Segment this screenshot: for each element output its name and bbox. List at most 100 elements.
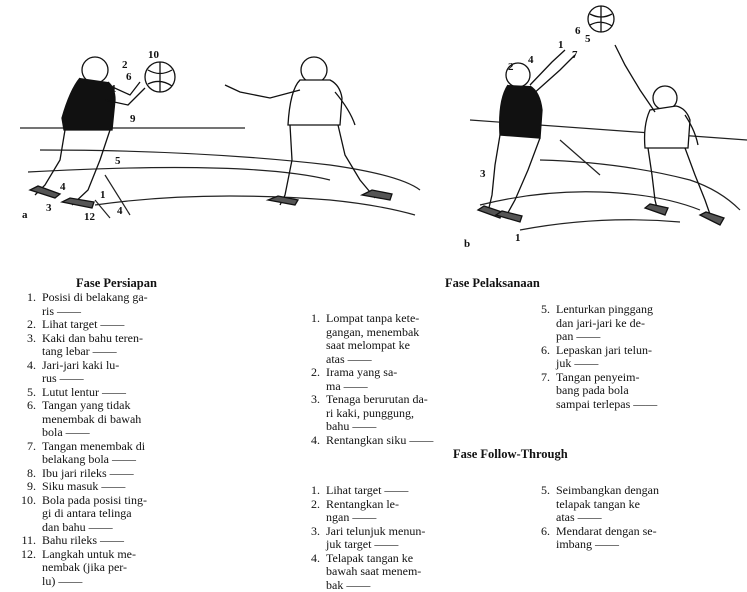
list-item: 3.Jari telunjuk menun-juk target ——: [296, 525, 496, 552]
item-number: 7.: [12, 440, 36, 454]
item-number: 1.: [296, 312, 320, 326]
list-item: 2. Rentangkan le-ngan ——: [296, 498, 496, 525]
list-item: 11.Bahu rileks ——: [12, 534, 250, 548]
callout-a-4: 4: [60, 181, 66, 193]
item-text-line: ma ——: [326, 380, 496, 394]
follow-through-list-left: 1.Lihat target ——2. Rentangkan le-ngan ——…: [296, 484, 496, 592]
item-text-line: Lihat target ——: [326, 484, 496, 498]
item-text-line: dan bahu ——: [42, 521, 250, 535]
item-text-line: rus ——: [42, 372, 250, 386]
figure-a-label: a: [22, 209, 28, 221]
item-text-line: Lompat tanpa kete-: [326, 312, 496, 326]
callout-a-1: 1: [100, 189, 106, 201]
follow-through-heading: Fase Follow-Through: [453, 447, 568, 462]
item-text-line: Kaki dan bahu teren-: [42, 332, 250, 346]
item-text-line: belakang bola ——: [42, 453, 250, 467]
item-number: 9.: [12, 480, 36, 494]
item-text-line: nembak (jika per-: [42, 561, 250, 575]
list-item: 1.Lihat target ——: [296, 484, 496, 498]
item-text-line: Bola pada posisi ting-: [42, 494, 250, 508]
item-number: 10.: [12, 494, 36, 508]
item-text-line: Jari telunjuk menun-: [326, 525, 496, 539]
list-item: 4. Rentangkan siku ——: [296, 434, 496, 448]
callout-b-1b: 1: [515, 232, 521, 244]
item-text-line: Mendarat dengan se-: [556, 525, 742, 539]
callout-a-9: 9: [130, 113, 136, 125]
item-text-line: bang pada bola: [556, 384, 742, 398]
item-number: 3.: [12, 332, 36, 346]
callout-b-3: 3: [480, 168, 486, 180]
item-text-line: Telapak tangan ke: [326, 552, 496, 566]
callout-a-12: 12: [84, 211, 96, 223]
item-text-line: Seimbangkan dengan: [556, 484, 742, 498]
item-number: 11.: [12, 534, 36, 548]
item-text-line: lu) ——: [42, 575, 250, 589]
callout-a-5: 5: [115, 155, 121, 167]
item-text-line: tang lebar ——: [42, 345, 250, 359]
callout-a-2: 2: [122, 59, 128, 71]
item-text-line: ngan ——: [326, 511, 496, 525]
list-item: 2.Lihat target ——: [12, 318, 250, 332]
persiapan-heading: Fase Persiapan: [76, 276, 157, 291]
callout-a-6: 6: [126, 71, 132, 83]
item-number: 2.: [12, 318, 36, 332]
item-number: 6.: [12, 399, 36, 413]
item-text-line: Lutut lentur ——: [42, 386, 250, 400]
list-item: 6.Mendarat dengan se-imbang ——: [526, 525, 742, 552]
item-text-line: sampai terlepas ——: [556, 398, 742, 412]
persiapan-list: 1.Posisi di belakang ga-ris ——2.Lihat ta…: [12, 291, 250, 588]
list-item: 4.Jari-jari kaki lu-rus ——: [12, 359, 250, 386]
callout-a-4b: 4: [117, 205, 123, 217]
item-text-line: bahu ——: [326, 420, 496, 434]
item-text-line: pan ——: [556, 330, 742, 344]
figure-b-label: b: [464, 238, 470, 250]
item-text-line: Tangan penyeim-: [556, 371, 742, 385]
item-text-line: imbang ——: [556, 538, 742, 552]
item-text-line: Irama yang sa-: [326, 366, 496, 380]
list-item: 10.Bola pada posisi ting-gi di antara te…: [12, 494, 250, 535]
item-number: 5.: [12, 386, 36, 400]
list-item: 6.Lepaskan jari telun-juk ——: [526, 344, 742, 371]
list-item: 3.Tenaga berurutan da-ri kaki, punggung,…: [296, 393, 496, 434]
item-text-line: Posisi di belakang ga-: [42, 291, 250, 305]
item-text-line: bawah saat menem-: [326, 565, 496, 579]
item-text-line: Siku masuk ——: [42, 480, 250, 494]
list-item: 1.Posisi di belakang ga-ris ——: [12, 291, 250, 318]
figure-b-ball: [588, 6, 614, 32]
item-number: 5.: [526, 484, 550, 498]
item-text-line: Rentangkan le-: [326, 498, 496, 512]
callout-b-4: 4: [528, 54, 534, 66]
item-number: 7.: [526, 371, 550, 385]
item-number: 6.: [526, 344, 550, 358]
list-item: 8.Ibu jari rileks ——: [12, 467, 250, 481]
item-number: 2.: [296, 366, 320, 380]
item-text-line: menembak di bawah: [42, 413, 250, 427]
item-number: 12.: [12, 548, 36, 562]
item-number: 4.: [296, 434, 320, 448]
figure-a-ball: [145, 62, 175, 92]
item-text-line: Rentangkan siku ——: [326, 434, 496, 448]
item-number: 1.: [12, 291, 36, 305]
item-text-line: Lenturkan pinggang: [556, 303, 742, 317]
list-item: 12.Langkah untuk me-nembak (jika per-lu)…: [12, 548, 250, 589]
callout-b-5: 5: [585, 33, 591, 45]
item-number: 2.: [296, 498, 320, 512]
callout-a-1b: 1: [111, 83, 117, 95]
callout-b-1: 1: [558, 39, 564, 51]
list-item: 9. Siku masuk ——: [12, 480, 250, 494]
item-text-line: saat melompat ke: [326, 339, 496, 353]
figure-b-defender: [615, 45, 724, 225]
item-text-line: dan jari-jari ke de-: [556, 317, 742, 331]
pelaksanaan-heading: Fase Pelaksanaan: [445, 276, 540, 291]
item-text-line: gangan, menembak: [326, 326, 496, 340]
basketball-shooting-illustration: 10 2 6 1 9 5 1 3 4 12 4 2 4 1 6 5 7 3 1: [0, 0, 747, 262]
item-text-line: bola ——: [42, 426, 250, 440]
item-text-line: Tenaga berurutan da-: [326, 393, 496, 407]
